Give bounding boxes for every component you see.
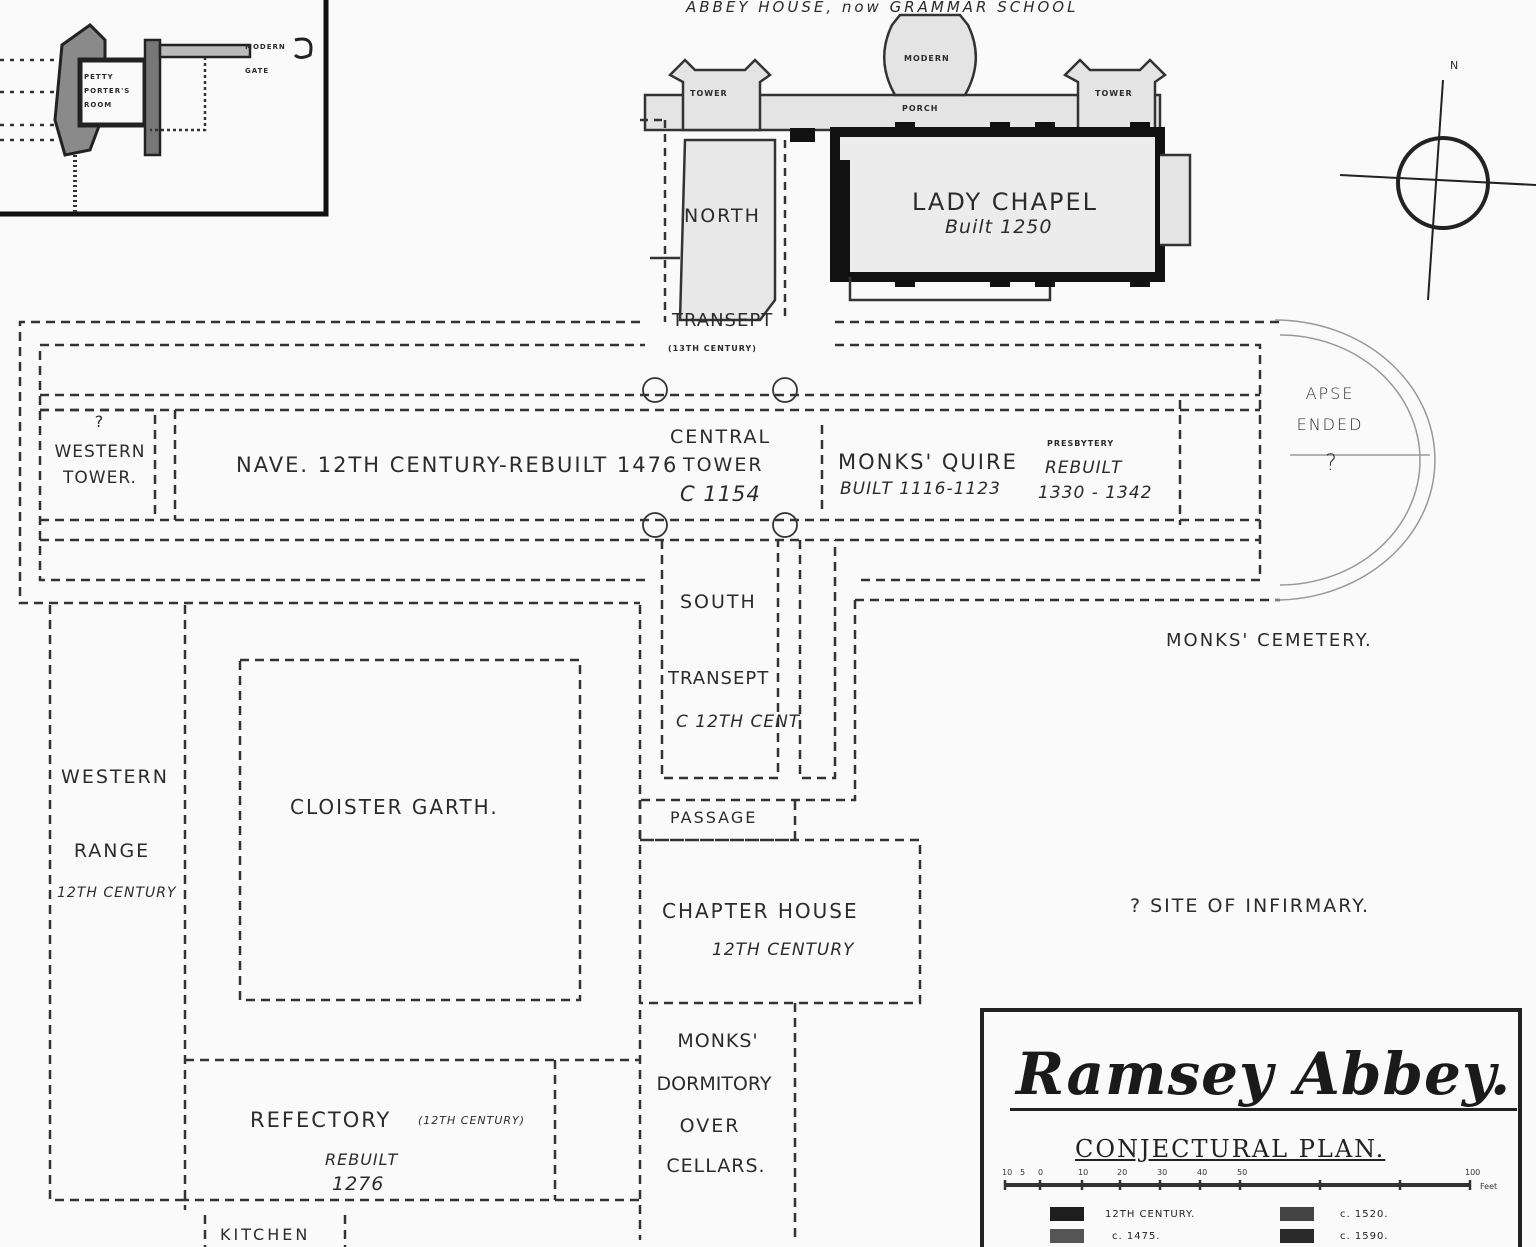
cloister-garth-label: CLOISTER GARTH. [290,795,499,819]
pier-markers [642,377,798,538]
refectory-note: (12TH CENTURY) [418,1114,526,1127]
transept-s-note: C 12TH CENT [676,712,801,732]
monks-quire-label: MONKS' QUIRE [838,450,1018,474]
plan-subtitle: CONJECTURAL PLAN. [1075,1135,1386,1163]
infirmary-label: ? SITE OF INFIRMARY. [1130,895,1371,917]
chapter-house-label: CHAPTER HOUSE [662,899,859,923]
legend-label: c. 1475. [1112,1231,1161,1242]
western-tower-question: ? [94,412,106,431]
nave-label: NAVE. 12TH CENTURY-REBUILT 1476 [236,453,679,477]
tower-left-label: TOWER [690,89,728,98]
claustral-buildings [48,605,922,1247]
passage-label: PASSAGE [670,808,758,827]
porch-label: PORCH [902,104,939,113]
gatehouse-inset [0,0,329,217]
western-tower-label: WESTERN [54,442,146,462]
monks-cemetery-label: MONKS' CEMETERY. [1166,630,1373,651]
western-range-note: 12TH CENTURY [57,885,177,901]
scale-tick: 100 [1465,1168,1481,1177]
presbytery-note: REBUILT [1045,458,1123,478]
western-range-label-2: RANGE [73,840,151,862]
scale-tick: 0 [1038,1168,1044,1177]
inset-gate-label: MODERN GATE [245,43,286,75]
abbey-house [643,13,1167,132]
north-arrow-label: N [1450,59,1461,72]
monks-quire-note: BUILT 1116-1123 [840,479,1001,499]
legend-swatch-1590 [1280,1229,1314,1243]
lady-chapel-note: Built 1250 [945,216,1053,238]
legend-label: 12TH CENTURY. [1105,1209,1196,1220]
transept-n-note: (13TH CENTURY) [668,344,757,353]
scale-tick: 50 [1237,1168,1248,1177]
legend-swatch-1520 [1280,1207,1314,1221]
plan-title: Ramsey Abbey. [1010,1040,1518,1111]
central-tower-date: C 1154 [680,482,761,506]
refectory-label: REFECTORY [250,1108,392,1132]
apse [1274,319,1436,601]
abbey-house-note: ABBEY HOUSE, now GRAMMAR SCHOOL [686,0,1079,16]
dormitory-label-3: OVER [679,1115,741,1137]
apse-question: ? [1325,451,1339,476]
north-compass [1339,79,1536,301]
transept-n-label: TRANSEPT [672,310,774,331]
apse-label: APSE [1305,384,1355,403]
scale-tick: 10 [1002,1168,1013,1177]
scale-tick: 10 [1078,1168,1089,1177]
refectory-date: 1276 [332,1173,385,1195]
dormitory-label-1: MONKS' [677,1030,759,1052]
legend-swatch-12th-century [1050,1207,1084,1221]
central-tower-label-2: TOWER [683,454,764,476]
transept-s-label: TRANSEPT [668,668,770,689]
north-transept [640,118,787,322]
western-tower-label-2: TOWER. [63,468,137,488]
legend-label: c. 1520. [1340,1209,1389,1220]
scale-tick: 5 [1020,1168,1026,1177]
inset-porters-room-label: PETTY PORTER'S ROOM [84,73,131,109]
porch-upper-label: MODERN [904,54,950,63]
dormitory-label-2: DORMITORY [656,1073,772,1095]
tower-right-label: TOWER [1095,89,1133,98]
lady-chapel-walls [790,122,1192,302]
kitchen-label: KITCHEN [220,1225,311,1244]
scale-tick: 20 [1117,1168,1128,1177]
north-label: NORTH [684,205,761,227]
refectory-rebuilt: REBUILT [325,1150,399,1169]
apse-label-2: ENDED [1296,415,1364,434]
chapter-house-note: 12TH CENTURY [712,940,855,960]
presbytery-label: PRESBYTERY [1047,439,1115,448]
legend-box [980,1008,1522,1247]
dormitory-label-4: CELLARS. [666,1155,766,1177]
scale-tick: 40 [1197,1168,1208,1177]
south-label: SOUTH [680,591,757,613]
church-outline [18,320,1280,802]
presbytery-dates: 1330 - 1342 [1038,483,1153,503]
western-range-label: WESTERN [61,766,169,788]
scale-unit: Feet [1480,1182,1498,1191]
lady-chapel-label: LADY CHAPEL [912,188,1099,216]
central-tower-label: CENTRAL [670,426,772,448]
legend-swatch-1475 [1050,1229,1084,1243]
scale-tick: 30 [1157,1168,1168,1177]
legend-label: c. 1590. [1340,1231,1389,1242]
